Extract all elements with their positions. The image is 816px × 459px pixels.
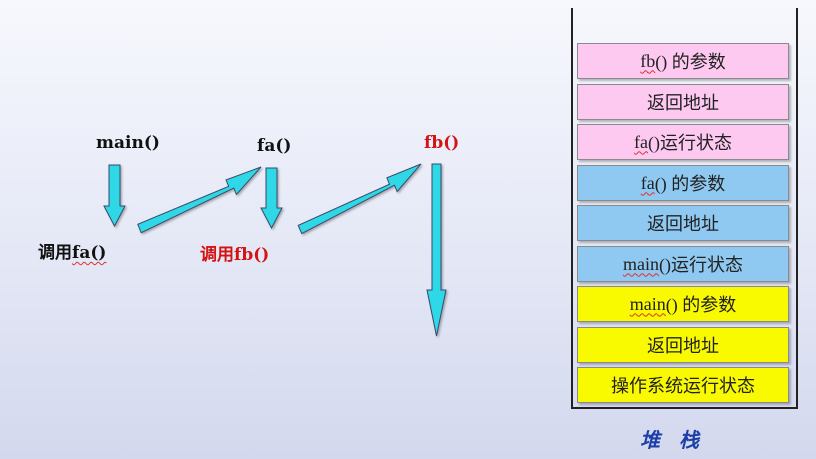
stack-cell: 返回地址 bbox=[577, 205, 789, 241]
down-arrow-fb bbox=[426, 163, 447, 337]
stack-cell-func: main bbox=[623, 253, 659, 274]
call-fb-prefix: 调用 bbox=[200, 245, 234, 265]
stack-cell-text: 返回地址 bbox=[647, 336, 719, 356]
stack-cell-text: () 的参数 bbox=[665, 295, 737, 315]
stack-bottom-wall bbox=[571, 407, 798, 409]
stack-cell: main() 的参数 bbox=[577, 286, 789, 322]
down-arrow-fa bbox=[260, 167, 283, 230]
stack-cell: 返回地址 bbox=[577, 327, 789, 363]
call-fa-prefix: 调用 bbox=[38, 243, 72, 263]
stack-cell-func: fa bbox=[640, 172, 655, 193]
stack-cell-text: 返回地址 bbox=[647, 214, 719, 234]
stack-left-wall bbox=[571, 8, 573, 409]
stack-cell-func: fb bbox=[640, 50, 656, 71]
stack-cell-func: main bbox=[629, 293, 666, 314]
stack-cell-text: ()运行状态 bbox=[647, 133, 732, 153]
diagonal-arrow-to-fb bbox=[297, 163, 422, 235]
stack-cell: fa () 的参数 bbox=[577, 165, 789, 201]
stack-cell: fa ()运行状态 bbox=[577, 124, 789, 160]
stack-cell: 返回地址 bbox=[577, 84, 789, 120]
stack-cell: main ()运行状态 bbox=[577, 246, 789, 282]
stack-cell-text: 返回地址 bbox=[647, 93, 719, 113]
call-fb-label: 调用fb() bbox=[200, 240, 269, 265]
main-function-label: main() bbox=[96, 133, 160, 153]
stack-cell: fb () 的参数 bbox=[577, 43, 789, 79]
stack-cell-text: () 的参数 bbox=[654, 174, 726, 194]
fb-function-label: fb() bbox=[424, 133, 460, 153]
flow-arrows bbox=[103, 163, 447, 337]
diagonal-arrow-to-fa bbox=[137, 166, 262, 234]
stack-caption: 堆 栈 bbox=[640, 428, 705, 452]
stack-right-wall bbox=[796, 8, 798, 409]
call-fa-label: 调用fa() bbox=[38, 238, 106, 263]
down-arrow-main bbox=[103, 164, 126, 228]
stack-cell: 操作系统运行状态 bbox=[577, 367, 789, 403]
stack-cell-func: fa bbox=[634, 131, 648, 152]
stack-cell-text: () 的参数 bbox=[655, 52, 726, 72]
stack-cell-text: 操作系统运行状态 bbox=[611, 376, 755, 396]
call-fa-name: fa() bbox=[72, 243, 107, 263]
stack-cell-text: ()运行状态 bbox=[659, 255, 743, 275]
call-fb-name: fb() bbox=[234, 245, 270, 265]
fa-function-label: fa() bbox=[257, 136, 292, 156]
